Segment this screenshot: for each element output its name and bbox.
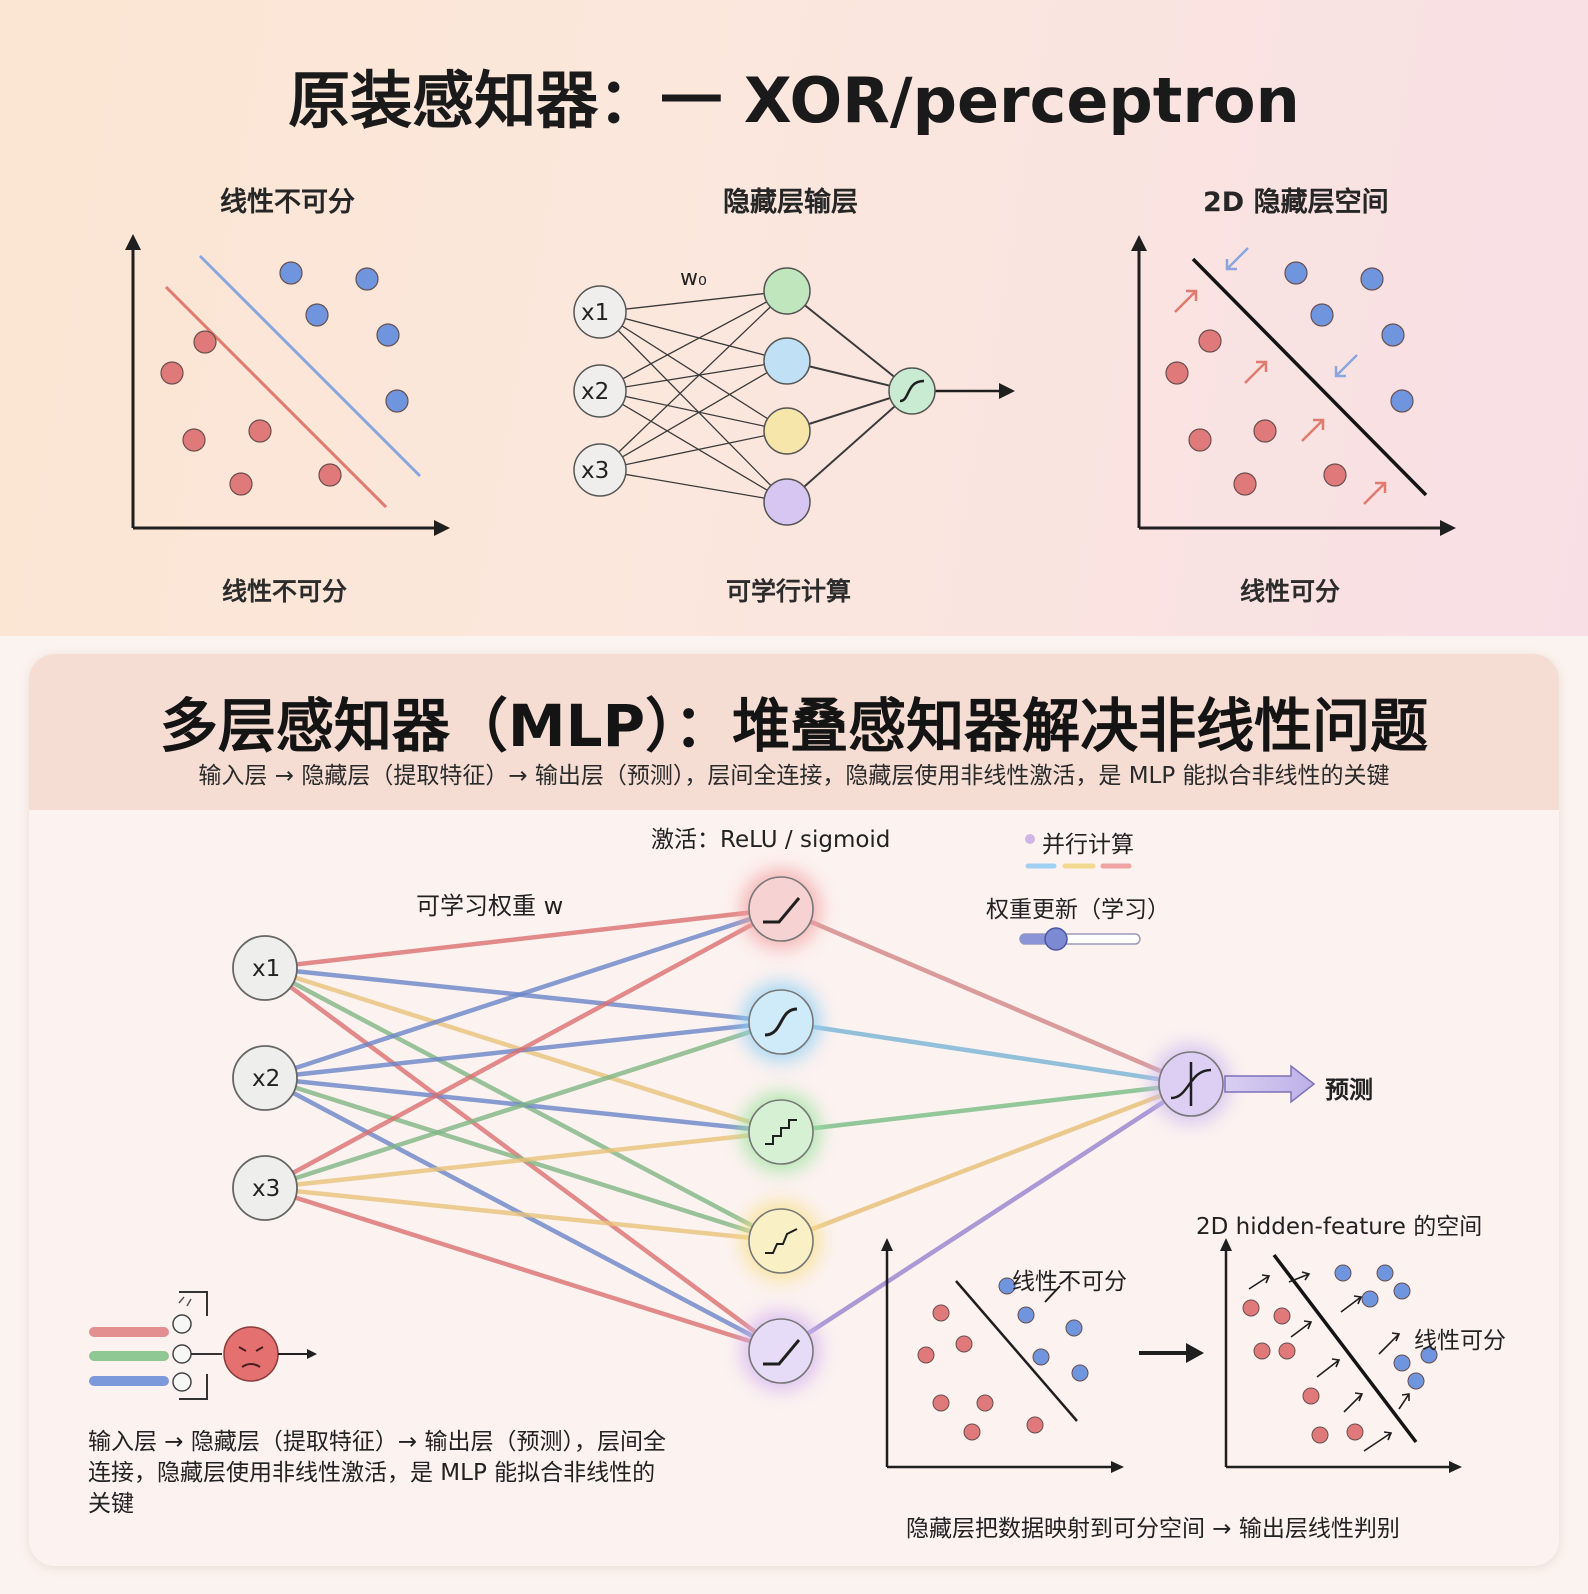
arrow-icon (1245, 362, 1266, 383)
blue-point (1072, 1365, 1088, 1381)
mapping-arrow (1139, 1343, 1204, 1363)
blue-point (1377, 1265, 1393, 1281)
red-point (1199, 330, 1221, 352)
weights-label: 可学习权重 w (416, 886, 563, 921)
hidden-node-relu-2 (749, 1319, 813, 1383)
red-point (1254, 420, 1276, 442)
parallel-dot-icon (1025, 834, 1035, 844)
mlp-input-label-x1: x1 (252, 956, 280, 982)
blue-point (1335, 1265, 1351, 1281)
panel3-plot (0, 0, 1588, 636)
arrow-icon (1317, 1359, 1339, 1377)
blue-point (1382, 324, 1404, 346)
red-point (1027, 1417, 1043, 1433)
right-plot-label: 线性可分 (1414, 1321, 1506, 1355)
output-label: 预测 (1325, 1070, 1373, 1105)
arrow-icon (1227, 248, 1248, 269)
arrow-icon (1341, 1296, 1361, 1312)
arrow-icon (1364, 483, 1385, 504)
arrow-icon (1302, 420, 1323, 441)
red-point (918, 1347, 934, 1363)
predict-arrow (1225, 1066, 1314, 1102)
arrow-icon (1291, 1321, 1311, 1337)
bottom-note: 输入层 → 隐藏层（提取特征）→ 输出层（预测），层间全连接，隐藏层使用非线性激… (88, 1427, 678, 1520)
blue-point (1361, 268, 1383, 290)
red-point (956, 1336, 972, 1352)
red-point (1303, 1388, 1319, 1404)
red-point (977, 1395, 993, 1411)
panel3-arrows (1175, 248, 1385, 504)
red-point (1312, 1427, 1328, 1443)
mlp-card: 多层感知器（MLP）：堆叠感知器解决非线性问题 输入层 → 隐藏层（提取特征）→… (29, 654, 1559, 1566)
hidden-node-yellow (749, 1209, 813, 1273)
input-hidden-edges (265, 909, 781, 1351)
red-point (933, 1305, 949, 1321)
arrow-icon (1399, 1394, 1409, 1409)
blue-point (1394, 1355, 1410, 1371)
red-point (1234, 473, 1256, 495)
blue-point (1033, 1349, 1049, 1365)
feature-space-title: 2D hidden-feature 的空间 (1196, 1207, 1482, 1241)
hidden-node-relu-1 (749, 877, 813, 941)
panel3-separator-line (1193, 259, 1426, 495)
hidden-output-edges (781, 909, 1191, 1351)
arrow-icon (1175, 291, 1196, 312)
red-point (1347, 1424, 1363, 1440)
slider-thumb[interactable] (1045, 928, 1067, 950)
red-point (1274, 1308, 1290, 1324)
red-point (1243, 1300, 1259, 1316)
activation-label: 激活：ReLU / sigmoid (651, 820, 890, 854)
synapse-circle (173, 1373, 191, 1391)
red-point (1254, 1343, 1270, 1359)
synapse-circle (173, 1345, 191, 1363)
red-point (1166, 362, 1188, 384)
blue-point (1391, 390, 1413, 412)
blue-point (1066, 1320, 1082, 1336)
arrow-icon (1249, 1275, 1269, 1289)
parallel-label: 并行计算 (1042, 825, 1134, 859)
red-point (1189, 429, 1211, 451)
weight-update-label: 权重更新（学习） (986, 890, 1170, 924)
angry-face-icon (224, 1327, 278, 1381)
blue-point (1408, 1373, 1424, 1389)
red-point (964, 1424, 980, 1440)
arrow-icon (1336, 355, 1357, 376)
weight-update-slider[interactable] (1020, 928, 1140, 950)
top-section: 原装感知器：一 XOR/perceptron 线性不可分 隐藏层输层 2D 隐藏… (0, 0, 1588, 636)
red-point (1324, 464, 1346, 486)
blue-point (1362, 1291, 1378, 1307)
synapse-circle (173, 1315, 191, 1333)
arrow-icon (1379, 1333, 1399, 1354)
panel3-points (1166, 262, 1413, 495)
mlp-input-label-x3: x3 (252, 1176, 280, 1202)
blue-point (1285, 262, 1307, 284)
mapping-caption: 隐藏层把数据映射到可分空间 → 输出层线性判别 (906, 1509, 1400, 1543)
red-point (933, 1395, 949, 1411)
left-plot-label: 线性不可分 (1012, 1262, 1127, 1296)
blue-point (1394, 1283, 1410, 1299)
separable-plot (1220, 1238, 1462, 1473)
mlp-input-label-x2: x2 (252, 1066, 280, 1092)
arrow-icon (1344, 1393, 1362, 1412)
blue-point (1018, 1307, 1034, 1323)
arrow-icon (1364, 1432, 1391, 1451)
blue-point (1311, 304, 1333, 326)
neuron-illustration (94, 1292, 317, 1399)
red-point (1279, 1343, 1295, 1359)
